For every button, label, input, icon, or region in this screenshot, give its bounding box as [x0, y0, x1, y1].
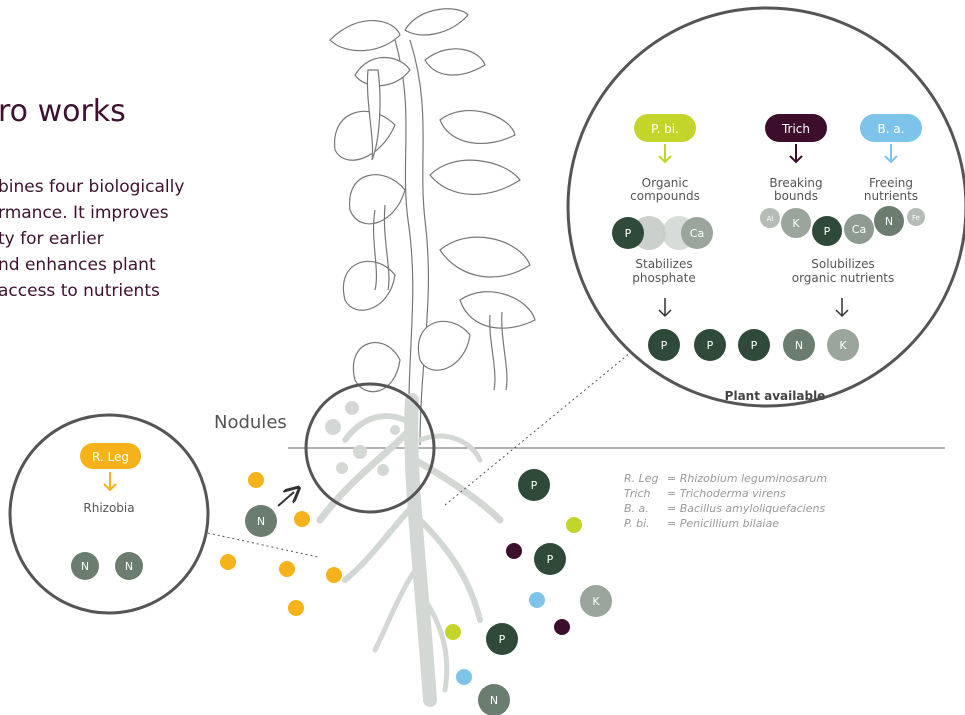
available-p: P [751, 339, 758, 352]
stabilizes-label: Stabilizes [635, 257, 692, 271]
available-p: P [661, 339, 668, 352]
plant-illustration [329, 8, 536, 446]
breaking-label: bounds [774, 189, 818, 203]
soil-nutrient-p: P [531, 479, 538, 492]
nutrient-ca: Ca [690, 227, 704, 240]
legend-full: = Bacillus amyloliquefaciens [667, 502, 825, 515]
trich-badge: Trich [781, 122, 810, 136]
legend-full: = Rhizobium leguminosarum [667, 472, 827, 485]
nutrient-ca: Ca [852, 223, 866, 236]
soil-nutrient-p: P [499, 633, 506, 646]
stabilizes-label: phosphate [632, 271, 695, 285]
organic-label: Organic [642, 176, 689, 190]
available-n: N [795, 339, 803, 352]
microbe-callout: P. bi. Trich B. a. Organic compounds Bre… [566, 6, 965, 408]
solubilizes-label: organic nutrients [792, 271, 895, 285]
intro-text: bines four biologically rmance. It impro… [0, 174, 184, 304]
solubilizes-label: Solubilizes [811, 257, 874, 271]
uptake-arrow [277, 492, 294, 507]
legend-abbr: R. Leg [624, 472, 659, 485]
soil-nutrient-n: N [257, 515, 265, 528]
freeing-label: nutrients [864, 189, 918, 203]
freeing-label: Freeing [869, 176, 913, 190]
available-k: K [839, 339, 847, 352]
abbreviation-legend: R. Leg = Rhizobium leguminosarum Trich =… [624, 472, 827, 530]
nutrient-p: P [625, 227, 632, 240]
soil-particles [220, 472, 582, 685]
nutrient-al: Al [767, 215, 774, 223]
nutrient-p: P [824, 225, 831, 238]
soil-nutrients: N P P P K N [245, 469, 612, 715]
soil-nutrient-k: K [592, 595, 600, 608]
legend-abbr: B. a. [624, 502, 649, 515]
legend-abbr: Trich [624, 487, 650, 500]
rhizobia-callout: R. Leg Rhizobia N N [8, 413, 210, 615]
nutrient-n: N [885, 215, 893, 228]
intro-line: access to nutrients [0, 281, 160, 301]
nutrient-n: N [125, 560, 133, 573]
organic-label: compounds [630, 189, 700, 203]
legend-full: = Trichoderma virens [667, 487, 786, 500]
available-p: P [707, 339, 714, 352]
r-leg-badge: R. Leg [92, 450, 129, 464]
rhizobia-label: Rhizobia [83, 501, 134, 515]
intro-line: ty for earlier [0, 229, 104, 249]
plant-available-label: Plant available [725, 389, 826, 403]
nodule-dots [325, 401, 400, 476]
intro-line: nd enhances plant [0, 255, 156, 275]
soil-nutrient-n: N [490, 694, 498, 707]
page-title: ro works [0, 94, 126, 129]
legend-full: = Penicillium bilaiae [667, 517, 779, 530]
b-a-badge: B. a. [877, 122, 904, 136]
nodules-label: Nodules [214, 412, 287, 433]
nutrient-n: N [81, 560, 89, 573]
legend-abbr: P. bi. [624, 517, 650, 530]
roots-illustration [316, 393, 504, 707]
breaking-label: Breaking [769, 176, 822, 190]
nutrient-k: K [792, 217, 800, 230]
intro-line: rmance. It improves [0, 203, 169, 223]
p-bi-badge: P. bi. [651, 122, 679, 136]
nodules-magnifier [304, 382, 436, 514]
intro-line: bines four biologically [0, 177, 185, 197]
soil-nutrient-p: P [547, 553, 554, 566]
nutrient-fe: Fe [912, 214, 920, 222]
